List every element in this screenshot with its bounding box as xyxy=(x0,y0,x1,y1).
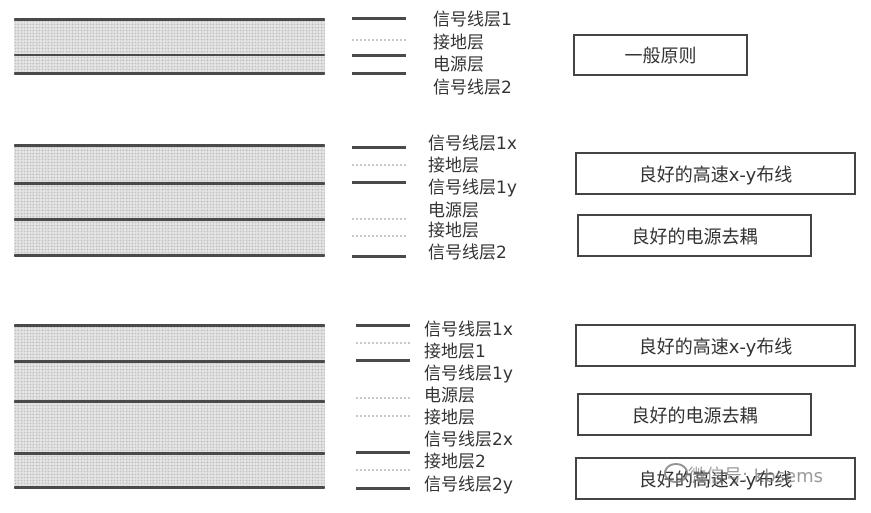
layer-label: 信号线层2 xyxy=(433,78,512,98)
dielectric-band xyxy=(14,326,325,486)
copper-layer-line xyxy=(14,54,325,56)
legend-line xyxy=(356,469,410,471)
layer-label: 接地层2 xyxy=(424,452,486,472)
stackup-3 xyxy=(14,324,325,490)
layer-label: 接地层 xyxy=(433,33,484,53)
legend-line xyxy=(356,415,410,417)
layer-label: 接地层 xyxy=(428,156,479,176)
legend-line xyxy=(356,342,410,344)
copper-layer-line xyxy=(14,254,325,257)
layer-label: 接地层 xyxy=(428,221,479,241)
layer-label: 信号线层1x xyxy=(428,134,517,154)
legend-line xyxy=(352,146,406,149)
layer-label: 信号线层2x xyxy=(424,430,513,450)
copper-layer-line xyxy=(14,72,325,75)
layer-label: 电源层 xyxy=(433,55,484,75)
legend-line xyxy=(356,397,410,399)
copper-layer-line xyxy=(14,182,325,185)
legend-line xyxy=(352,72,406,75)
copper-layer-line xyxy=(14,452,325,455)
dielectric-band xyxy=(14,146,325,256)
layer-label: 信号线层1y xyxy=(424,364,513,384)
legend-line xyxy=(356,324,410,327)
legend-line xyxy=(352,235,406,237)
copper-layer-line xyxy=(14,18,325,21)
principle-box: 良好的电源去耦 xyxy=(577,214,812,257)
principle-box: 良好的高速x-y布线 xyxy=(575,324,856,367)
dielectric-band xyxy=(14,20,325,74)
principle-box: 良好的电源去耦 xyxy=(577,393,812,436)
wechat-icon xyxy=(664,463,688,483)
legend-line xyxy=(352,54,406,57)
copper-layer-line xyxy=(14,360,325,363)
copper-layer-line xyxy=(14,400,325,403)
layer-label: 接地层1 xyxy=(424,342,486,362)
layer-label: 电源层 xyxy=(424,386,475,406)
principle-box: 良好的高速x-y布线 xyxy=(575,152,856,195)
layer-label: 信号线层1 xyxy=(433,10,512,30)
watermark-text: 微信号: kbsems xyxy=(688,466,823,487)
legend-line xyxy=(356,487,410,490)
legend-line xyxy=(352,218,406,220)
layer-label: 电源层 xyxy=(428,201,479,221)
legend-line xyxy=(352,164,406,166)
principle-box: 良好的高速x-y布线 xyxy=(575,457,856,500)
legend-line xyxy=(352,255,406,258)
principle-box: 一般原则 xyxy=(573,34,748,76)
legend-line xyxy=(352,181,406,184)
legend-line xyxy=(356,451,410,454)
layer-label: 信号线层2 xyxy=(428,243,507,263)
copper-layer-line xyxy=(14,324,325,327)
legend-line xyxy=(352,17,406,20)
layer-label: 信号线层2y xyxy=(424,475,513,495)
copper-layer-line xyxy=(14,486,325,489)
layer-label: 信号线层1x xyxy=(424,320,513,340)
copper-layer-line xyxy=(14,218,325,221)
legend-line xyxy=(356,359,410,362)
layer-label: 接地层 xyxy=(424,408,475,428)
stackup-1 xyxy=(14,14,325,80)
layer-label: 信号线层1y xyxy=(428,178,517,198)
legend-line xyxy=(352,39,406,41)
copper-layer-line xyxy=(14,144,325,147)
stackup-2 xyxy=(14,144,325,260)
